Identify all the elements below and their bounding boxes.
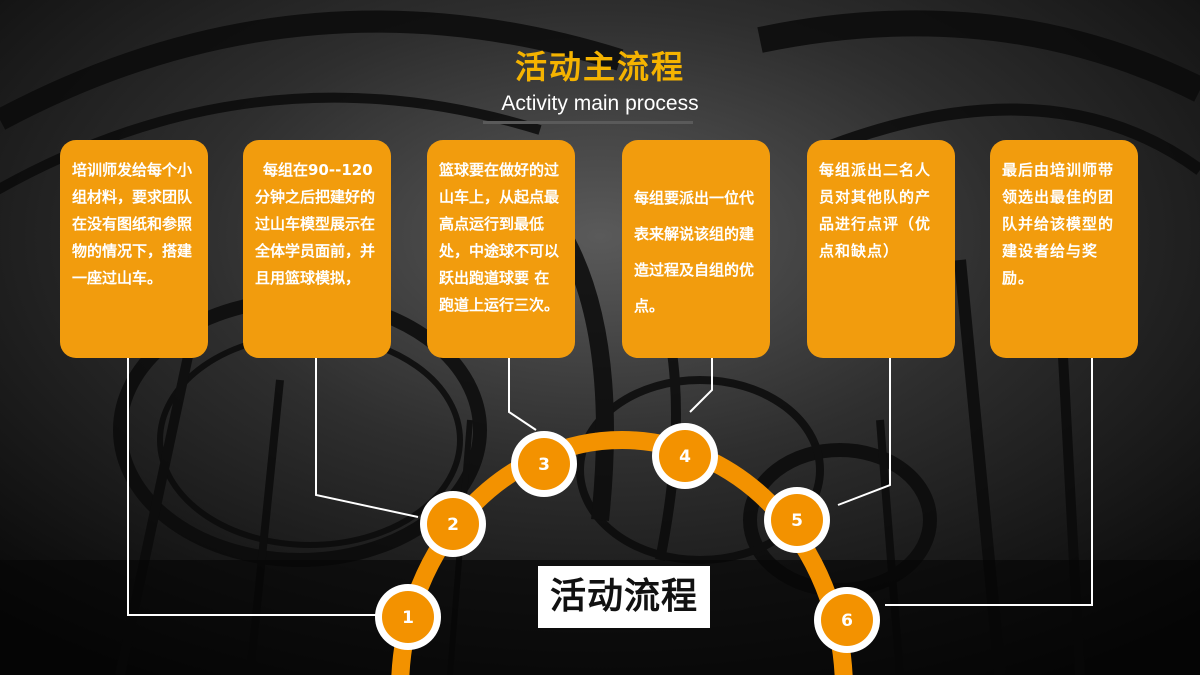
step-circle-4: 4 (652, 423, 718, 489)
step-text-5: 每组派出二名人员对其他队的产品进行点评（优点和缺点） (819, 161, 932, 260)
connector-line-5 (837, 358, 891, 506)
step-text-6: 最后由培训师带领选出最佳的团队并给该模型的建设者给与奖励。 (1002, 161, 1115, 287)
slide-title: 活动主流程 (514, 48, 685, 86)
step-number-4: 4 (679, 447, 691, 467)
step-number-1: 1 (402, 608, 414, 628)
connector-line-4 (689, 358, 713, 413)
step-circle-6: 6 (814, 587, 880, 653)
step-card-5: 每组派出二名人员对其他队的产品进行点评（优点和缺点） (807, 140, 955, 358)
connector-line-1 (127, 358, 378, 616)
step-card-1: 培训师发给每个小组材料，要求团队在没有图纸和参照物的情况下，搭建一座过山车。 (60, 140, 208, 358)
step-number-3: 3 (538, 455, 550, 475)
center-label: 活动流程 (538, 566, 710, 628)
step-circle-2: 2 (420, 491, 486, 557)
connector-line-2 (315, 358, 419, 518)
step-card-2: 每组在90--120分钟之后把建好的过山车模型展示在全体学员面前，并且用篮球模拟… (243, 140, 391, 358)
process-arc (391, 431, 853, 675)
subtitle-underline (483, 121, 693, 124)
connector-line-6 (885, 358, 1093, 606)
step-card-4: 每组要派出一位代表来解说该组的建造过程及自组的优点。 (622, 140, 770, 358)
step-number-6: 6 (841, 611, 853, 631)
step-text-1: 培训师发给每个小组材料，要求团队在没有图纸和参照物的情况下，搭建一座过山车。 (72, 161, 193, 287)
step-circle-1: 1 (375, 584, 441, 650)
step-text-3: 篮球要在做好的过山车上，从起点最高点运行到最低处，中途球不可以跃出跑道球要 在跑… (439, 161, 560, 314)
step-text-2: 每组在90--120分钟之后把建好的过山车模型展示在全体学员面前，并且用篮球模拟… (255, 161, 376, 287)
step-card-6: 最后由培训师带领选出最佳的团队并给该模型的建设者给与奖励。 (990, 140, 1138, 358)
connector-line-3 (508, 358, 537, 431)
step-circle-5: 5 (764, 487, 830, 553)
slide-subtitle: Activity main process (501, 92, 699, 115)
step-text-4: 每组要派出一位代表来解说该组的建造过程及自组的优点。 (634, 189, 755, 315)
step-number-2: 2 (447, 515, 459, 535)
step-card-3: 篮球要在做好的过山车上，从起点最高点运行到最低处，中途球不可以跃出跑道球要 在跑… (427, 140, 575, 358)
step-number-5: 5 (791, 511, 803, 531)
step-circle-3: 3 (511, 431, 577, 497)
